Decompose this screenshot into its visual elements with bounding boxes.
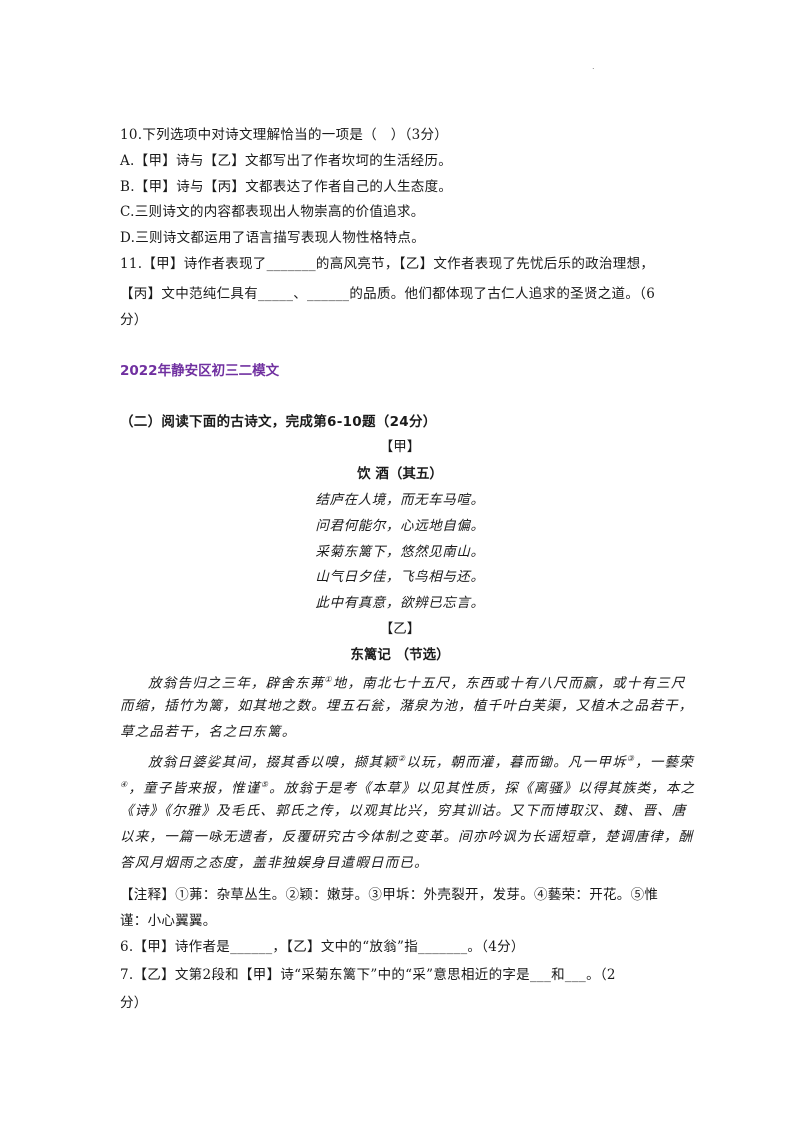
poem-title: 饮 酒（其五）	[357, 466, 443, 482]
poem-line: 此中有真意，欲辨已忘言。	[315, 595, 485, 611]
poem-line: 山气日夕佳，飞鸟相与还。	[315, 569, 485, 585]
prose-para-2-line-3: 《诗》《尔雅》及毛氏、郭氏之传，以观其比兴，穷其训诂。又下而博取汉、魏、晋、唐	[120, 803, 687, 819]
question-6: 6.【甲】诗作者是______，【乙】文中的“放翁”指_______。（4分）	[120, 939, 525, 955]
notes-line-1: 【注释】①茀：杂草丛生。②颖：嫩芽。③甲坼：外壳裂开，发芽。④藝荣：开花。⑤惟	[120, 887, 659, 903]
prose-para-1-line-3: 草之品若干，名之曰东篱。	[120, 724, 297, 740]
part-yi-marker: 【乙】	[379, 621, 421, 637]
footnote-mark: ⑤	[260, 780, 270, 789]
question-7-line-1: 7.【乙】文第2段和【甲】诗“采菊东篱下”中的“采”意思相近的字是___和___…	[120, 967, 616, 983]
footnote-mark: ②	[397, 754, 407, 763]
question-7-line-2: 分）	[120, 995, 148, 1011]
corner-mark: .	[592, 62, 595, 71]
question-10-option-b: B.【甲】诗与【丙】文都表达了作者自己的人生态度。	[120, 179, 453, 195]
footnote-mark: ①	[324, 675, 333, 684]
poem-line: 采菊东篱下，悠然见南山。	[315, 544, 485, 560]
prose-para-2-line-5: 答风月烟雨之态度，盖非独娱身目遣暇日而已。	[120, 855, 429, 871]
question-11-line-1: 11.【甲】诗作者表现了_______的高风亮节，【乙】文作者表现了先忧后乐的政…	[120, 256, 655, 272]
footnote-mark: ④	[120, 780, 129, 789]
question-11-line-3: 分）	[120, 312, 148, 328]
question-10-stem: 10.下列选项中对诗文理解恰当的一项是（ ）（3分）	[120, 127, 449, 143]
question-11-line-2: 【丙】文中范纯仁具有_____、______的品质。他们都体现了古仁人追求的圣贤…	[120, 286, 656, 302]
footnote-mark: ③	[626, 754, 636, 763]
question-10-option-a: A.【甲】诗与【乙】文都写出了作者坎坷的生活经历。	[120, 153, 453, 169]
question-10-option-c: C.三则诗文的内容都表现出人物崇高的价值追求。	[120, 204, 425, 220]
poem-line: 问君何能尔，心远地自偏。	[315, 518, 485, 534]
prose-para-2-line-2: ④，童子皆来报，惟谨⑤。放翁于是考《本草》以见其性质，探《离骚》以得其族类，本之	[120, 780, 696, 797]
prose-para-2-line-4: 以来，一篇一咏无遗者，反覆研究古今体制之变革。间亦吟讽为长谣短章，楚调唐律，酬	[120, 829, 694, 845]
question-10-option-d: D.三则诗文都运用了语言描写表现人物性格特点。	[120, 230, 426, 246]
prose-para-1-line-2: 而缩，插竹为篱，如其地之数。埋五石瓮，潴泉为池，植千叶白芙渠，又植木之品若干，	[120, 698, 694, 714]
exam-title: 2022年静安区初三二模文	[120, 363, 280, 379]
prose-title: 东篱记 （节选）	[350, 647, 450, 663]
section-heading: （二）阅读下面的古诗文，完成第6-10题（24分）	[120, 414, 437, 430]
prose-para-2-line-1: 放翁日婆娑其间，掇其香以嗅，撷其颖②以玩，朝而灌，暮而锄。凡一甲坼③，一藝荣	[148, 754, 694, 771]
part-jia-marker: 【甲】	[379, 439, 421, 455]
prose-para-1-line-1: 放翁告归之三年，辟舍东茀①地，南北七十五尺，东西或十有八尺而赢，或十有三尺	[148, 675, 686, 692]
notes-line-2: 谨：小心翼翼。	[120, 913, 217, 929]
poem-line: 结庐在人境，而无车马喧。	[315, 492, 485, 508]
